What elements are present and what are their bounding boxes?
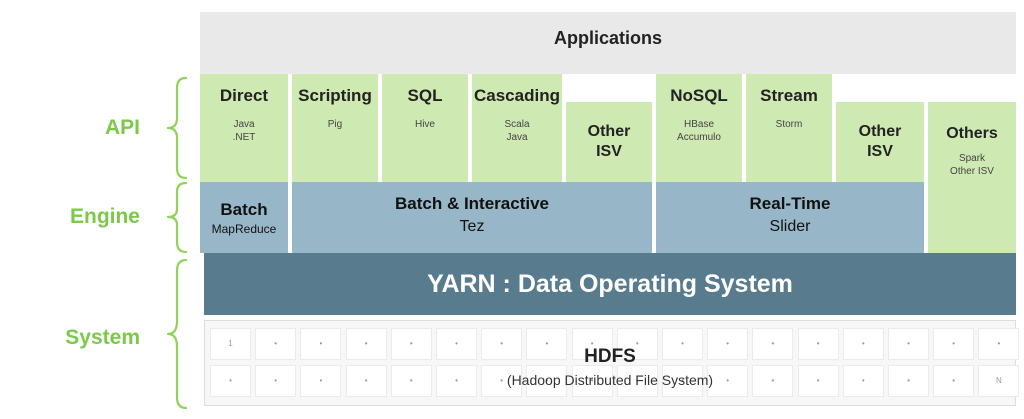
api-sql-sub: Hive <box>414 119 435 130</box>
api-scripting-name: Scripting <box>298 86 372 105</box>
engine-layer-label: Engine <box>69 205 140 228</box>
api-nosql: NoSQL HBase Accumulo <box>656 74 742 182</box>
api-others-sub: Spark Other ISV <box>950 153 994 177</box>
api-sql: SQL Hive <box>382 74 468 182</box>
engine-brace <box>166 181 188 254</box>
api-direct-name: Direct <box>219 86 269 105</box>
engine-real-time-title: Real-Time <box>749 194 831 213</box>
hdfs-block: • <box>481 328 523 360</box>
hdfs-block: • <box>436 328 477 360</box>
hdfs-block: N <box>978 365 1020 397</box>
hdfs-block: • <box>210 365 251 397</box>
engine-batch-interactive: Batch & Interactive Tez <box>292 182 652 253</box>
hdfs-block: • <box>345 365 387 397</box>
engine-batch-interactive-title: Batch & Interactive <box>395 194 549 213</box>
hdfs-block: • <box>842 365 884 397</box>
hdfs-block: • <box>752 365 794 397</box>
api-cascading-sub: Scala Java <box>504 119 530 143</box>
hdfs-block: • <box>933 365 975 397</box>
yarn-bar <box>204 253 1016 315</box>
api-scripting: Scripting Pig <box>292 74 378 182</box>
api-stream-sub: Storm <box>775 119 803 130</box>
hdfs-block: • <box>797 328 839 360</box>
hdfs-block: • <box>526 365 568 397</box>
hdfs-block: • <box>255 365 297 397</box>
api-other-isv-2: Other ISV <box>836 102 924 182</box>
api-nosql-name: NoSQL <box>670 86 728 105</box>
api-layer-label: API <box>104 116 140 139</box>
hdfs-block: • <box>300 328 342 360</box>
api-other-isv-2-name: Other ISV <box>858 123 902 160</box>
hdfs-block: • <box>571 365 613 397</box>
applications-label: Applications <box>553 28 662 48</box>
hdfs-block: • <box>616 365 658 397</box>
api-direct-sub: Java .NET <box>232 119 256 143</box>
hdfs-block: • <box>842 328 884 360</box>
engine-batch-interactive-sub: Tez <box>459 218 485 235</box>
hdfs-block: • <box>300 365 342 397</box>
hdfs-block: • <box>345 328 387 360</box>
api-stream: Stream Storm <box>746 74 832 182</box>
hdfs-block: • <box>707 328 749 360</box>
hdfs-block: 1 <box>210 328 251 360</box>
system-brace <box>166 258 188 410</box>
api-nosql-sub: HBase Accumulo <box>677 119 721 143</box>
engine-batch: Batch MapReduce <box>200 182 288 253</box>
engine-batch-sub: MapReduce <box>211 222 277 236</box>
api-others-name: Others <box>946 125 998 142</box>
hdfs-block: • <box>707 365 749 397</box>
hdfs-block: • <box>390 328 432 360</box>
hdfs-block: • <box>888 365 929 397</box>
hdfs-block: • <box>978 328 1020 360</box>
api-other-isv-1: Other ISV <box>566 102 652 182</box>
api-others: Others Spark Other ISV <box>928 102 1016 262</box>
hdfs-block: • <box>436 365 477 397</box>
hdfs-block: • <box>616 328 658 360</box>
api-brace <box>166 76 188 180</box>
hdfs-block: • <box>662 365 703 397</box>
api-other-isv-1-name: Other ISV <box>587 123 631 160</box>
yarn-label: YARN : Data Operating System <box>427 270 793 298</box>
api-scripting-sub: Pig <box>327 119 343 130</box>
engine-real-time-sub: Slider <box>769 218 811 235</box>
hdfs-block: • <box>255 328 297 360</box>
system-layer-label: System <box>65 326 140 349</box>
hdfs-block: • <box>390 365 432 397</box>
applications-band <box>200 12 1016 74</box>
hdfs-block: • <box>752 328 794 360</box>
hdfs-block: • <box>526 328 568 360</box>
hdfs-title: HDFS <box>584 346 636 367</box>
engine-batch-title: Batch <box>220 200 268 219</box>
hdfs-block: • <box>662 328 703 360</box>
hdfs-subtitle: (Hadoop Distributed File System) <box>506 372 714 388</box>
api-direct: Direct Java .NET <box>200 74 288 182</box>
api-sql-name: SQL <box>407 86 443 105</box>
hdfs-block: • <box>797 365 839 397</box>
hdfs-block: • <box>571 328 613 360</box>
hdfs-block: • <box>933 328 975 360</box>
hdfs-block: • <box>481 365 523 397</box>
api-cascading: Cascading Scala Java <box>472 74 562 182</box>
hdfs-block: • <box>888 328 929 360</box>
engine-real-time: Real-Time Slider <box>656 182 924 253</box>
api-stream-name: Stream <box>760 86 818 105</box>
api-cascading-name: Cascading <box>474 86 560 105</box>
